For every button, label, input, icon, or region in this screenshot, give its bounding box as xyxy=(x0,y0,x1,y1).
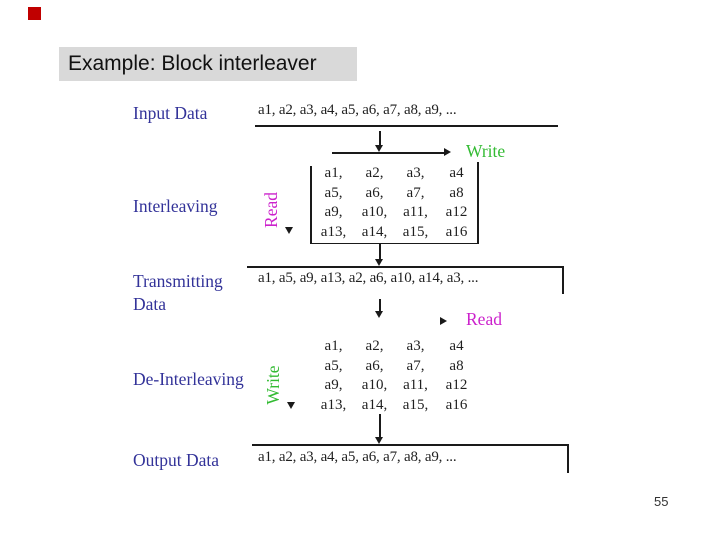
matrix-cell: a5, xyxy=(324,184,343,201)
matrix-cell: a15, xyxy=(402,223,429,240)
read-label: Read xyxy=(466,309,502,329)
write-direction-arrow-icon xyxy=(287,402,295,409)
down-arrow-icon xyxy=(375,311,383,318)
matrix-box-right xyxy=(477,162,479,244)
read-direction-arrow-icon xyxy=(285,227,293,234)
output-right-line xyxy=(567,444,569,473)
matrix-cell: a15, xyxy=(402,396,429,413)
matrix-cell: a8 xyxy=(449,184,464,201)
matrix-cell: a16 xyxy=(445,223,468,240)
input-data-label: Input Data xyxy=(133,103,208,123)
matrix-box-bottom xyxy=(310,242,479,244)
matrix-cell: a13, xyxy=(320,223,347,240)
page-number: 55 xyxy=(654,494,669,509)
input-underline xyxy=(255,125,558,127)
matrix-cell: a8 xyxy=(449,357,464,374)
down-arrow-icon xyxy=(375,145,383,152)
matrix-cell: a7, xyxy=(406,357,425,374)
write-label: Write xyxy=(466,141,506,161)
transmitting-label-line2: Data xyxy=(133,294,167,314)
transmitting-right-line xyxy=(562,266,564,294)
matrix-cell: a11, xyxy=(403,377,428,393)
matrix-cell: a9, xyxy=(324,377,343,393)
matrix-box-left xyxy=(310,166,312,244)
matrix-cell: a4 xyxy=(449,165,464,181)
transmitting-label-line1: Transmitting xyxy=(133,271,223,291)
matrix-cell: a1, xyxy=(324,338,343,354)
down-arrow-icon xyxy=(375,437,383,444)
interleaving-matrix: a1, a2, a3, a4 a5, a6, a7, a8 a9, a10, a11, a12 a13,… xyxy=(313,164,477,242)
matrix-cell: a2, xyxy=(365,338,384,354)
matrix-cell: a7, xyxy=(406,184,425,201)
transmitting-data-label: Transmitting Data xyxy=(133,270,223,316)
matrix-cell: a10, xyxy=(361,204,388,220)
output-top-line xyxy=(252,444,568,446)
matrix-cell: a3, xyxy=(406,338,425,354)
matrix-cell: a13, xyxy=(320,396,347,413)
read-direction-arrow-icon xyxy=(440,317,447,325)
matrix-cell: a9, xyxy=(324,204,343,220)
output-data-label: Output Data xyxy=(133,450,220,470)
connector-shaft xyxy=(379,414,381,437)
connector-shaft xyxy=(379,243,381,259)
matrix-cell: a14, xyxy=(361,396,388,413)
deinterleaving-matrix: a1, a2, a3, a4 a5, a6, a7, a8 a9, a10, a11, a12 a13,… xyxy=(313,337,477,415)
output-sequence: a1, a2, a3, a4, a5, a6, a7, a8, a9, ... xyxy=(258,449,457,465)
matrix-cell: a2, xyxy=(365,165,384,181)
read-rotated-label: Read xyxy=(261,192,281,228)
matrix-cell: a14, xyxy=(361,223,388,240)
matrix-cell: a16 xyxy=(445,396,468,413)
matrix-cell: a4 xyxy=(449,338,464,354)
transmitting-sequence: a1, a5, a9, a13, a2, a6, a10, a14, a3, .… xyxy=(258,270,479,286)
slide-title: Example: Block interleaver xyxy=(59,47,357,81)
matrix-cell: a5, xyxy=(324,357,343,374)
red-bullet-square xyxy=(28,7,41,20)
transmitting-top-line xyxy=(247,266,563,268)
matrix-cell: a6, xyxy=(365,357,384,374)
down-arrow-icon xyxy=(375,259,383,266)
matrix-cell: a1, xyxy=(324,165,343,181)
matrix-cell: a11, xyxy=(403,204,428,220)
down-arrow-shaft xyxy=(379,299,381,311)
down-arrow-shaft xyxy=(379,131,381,145)
matrix-cell: a10, xyxy=(361,377,388,393)
interleaving-label: Interleaving xyxy=(133,196,218,216)
input-sequence: a1, a2, a3, a4, a5, a6, a7, a8, a9, ... xyxy=(258,102,457,118)
matrix-cell: a3, xyxy=(406,165,425,181)
right-arrow-icon xyxy=(444,148,451,156)
matrix-cell: a12 xyxy=(445,377,468,393)
matrix-cell: a6, xyxy=(365,184,384,201)
write-rotated-label: Write xyxy=(263,365,283,405)
matrix-cell: a12 xyxy=(445,204,468,220)
write-arrow-shaft xyxy=(332,152,444,154)
deinterleaving-label: De-Interleaving xyxy=(133,369,244,389)
